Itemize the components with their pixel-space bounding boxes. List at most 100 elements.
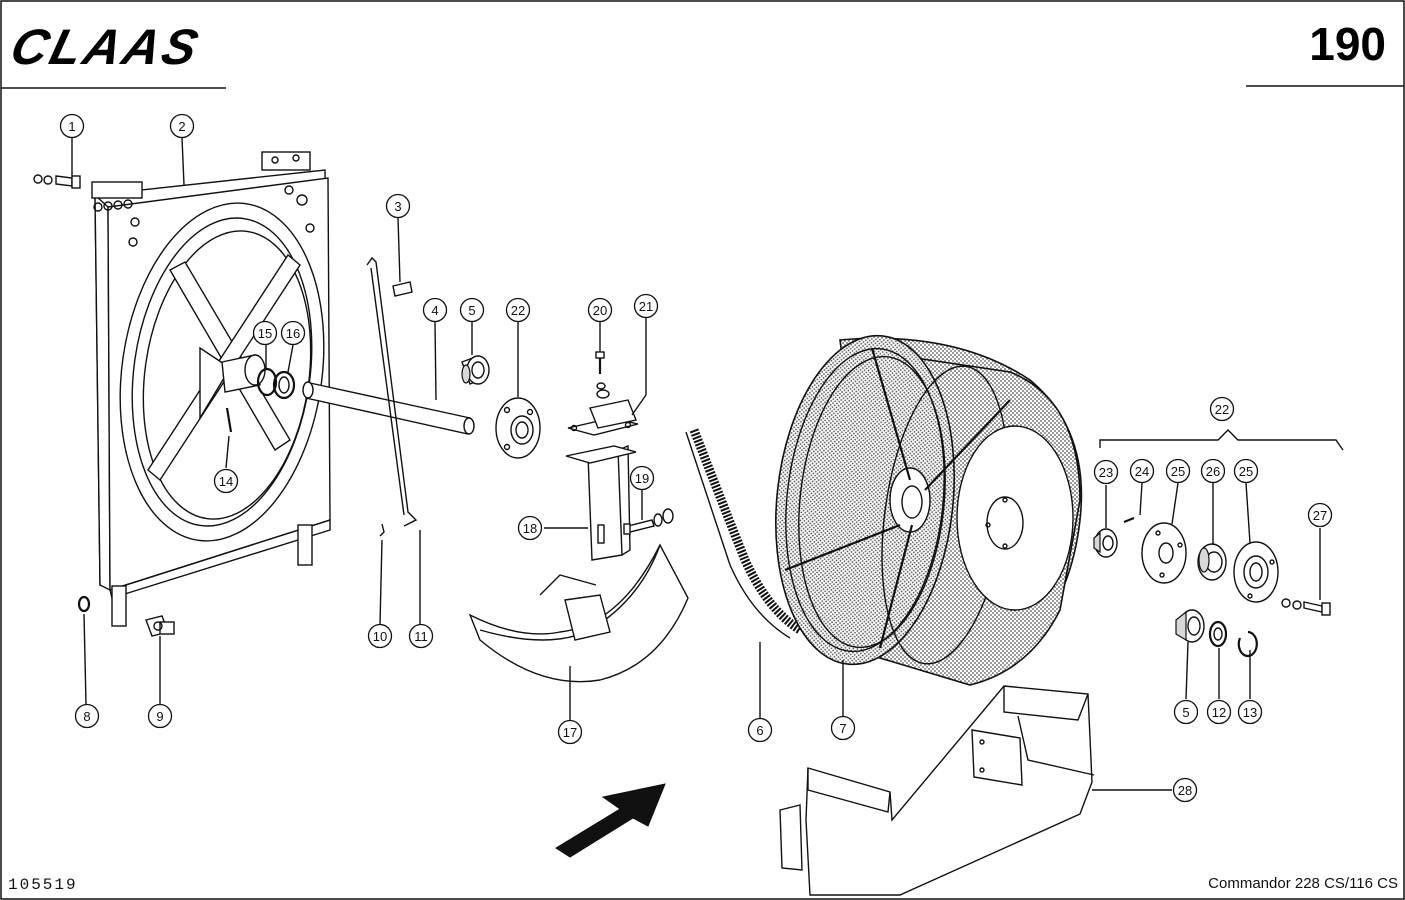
washer-16 (272, 370, 296, 400)
svg-text:24: 24 (1135, 464, 1149, 479)
svg-text:25: 25 (1171, 464, 1185, 479)
callout-7: 7 (830, 715, 856, 741)
callout-16: 16 (280, 320, 306, 346)
callout-4: 4 (422, 297, 448, 323)
svg-text:19: 19 (635, 471, 649, 486)
svg-text:3: 3 (394, 199, 401, 214)
svg-text:13: 13 (1243, 705, 1257, 720)
key-3 (392, 281, 413, 297)
svg-text:4: 4 (431, 303, 438, 318)
drawing-number: 105519 (8, 876, 78, 894)
seal-strip-6 (685, 428, 803, 639)
callout-22-left: 22 (505, 297, 531, 323)
callout-6: 6 (747, 717, 773, 743)
svg-text:18: 18 (523, 521, 537, 536)
washer-12 (1208, 620, 1228, 648)
callout-5-right: 5 (1173, 699, 1199, 725)
svg-text:7: 7 (839, 721, 846, 736)
bolt-1 (33, 174, 81, 189)
fan-housing (91, 151, 331, 627)
callout-9: 9 (147, 703, 173, 729)
flange-25-right (1233, 541, 1279, 603)
bracket-18 (565, 444, 637, 561)
cover-28 (779, 685, 1095, 896)
link-rod-11 (366, 256, 418, 527)
bearing-26 (1197, 543, 1227, 581)
fitting-9 (145, 615, 175, 637)
bolt-27 (1281, 598, 1331, 616)
svg-text:17: 17 (563, 725, 577, 740)
callout-8: 8 (74, 703, 100, 729)
svg-text:8: 8 (83, 709, 90, 724)
callout-11: 11 (408, 623, 434, 649)
callout-15: 15 (252, 320, 278, 346)
callout-21: 21 (633, 293, 659, 319)
callout-5-left: 5 (459, 297, 485, 323)
callout-25-right: 25 (1233, 458, 1259, 484)
callout-18: 18 (517, 515, 543, 541)
svg-text:5: 5 (468, 303, 475, 318)
brand-text: CLAAS (5, 19, 206, 75)
svg-text:27: 27 (1313, 508, 1327, 523)
model-name: Commandor 228 CS/116 CS (1208, 875, 1398, 892)
callout-22-right: 22 (1209, 396, 1235, 422)
svg-text:23: 23 (1099, 465, 1113, 480)
bearing-5-right (1175, 609, 1205, 643)
svg-text:9: 9 (156, 709, 163, 724)
bearing-group-22-bracket (1099, 429, 1344, 451)
flange-bearing-22-left (495, 397, 541, 459)
bolt-20 (595, 351, 610, 399)
page-number: 190 (1309, 18, 1386, 70)
bolt-19 (623, 508, 674, 535)
callout-28: 28 (1172, 777, 1198, 803)
svg-text:10: 10 (373, 629, 387, 644)
shaft-4 (302, 381, 475, 435)
svg-text:20: 20 (593, 303, 607, 318)
guide-sheet-17 (468, 543, 689, 683)
callout-12: 12 (1206, 699, 1232, 725)
svg-text:12: 12 (1212, 705, 1226, 720)
svg-text:21: 21 (639, 299, 653, 314)
callout-27: 27 (1307, 502, 1333, 528)
svg-text:26: 26 (1206, 464, 1220, 479)
svg-text:2: 2 (178, 119, 185, 134)
direction-arrow (555, 783, 666, 858)
svg-text:22: 22 (511, 303, 525, 318)
callout-19: 19 (629, 465, 655, 491)
bearing-5-left (461, 355, 490, 385)
svg-text:22: 22 (1215, 402, 1229, 417)
callout-25-left: 25 (1165, 458, 1191, 484)
svg-text:14: 14 (219, 474, 233, 489)
callout-1: 1 (59, 113, 85, 139)
callout-26: 26 (1200, 458, 1226, 484)
callout-17: 17 (557, 719, 583, 745)
callout-24: 24 (1129, 458, 1155, 484)
washer-8 (77, 595, 91, 613)
svg-text:1: 1 (68, 119, 75, 134)
circlip-15 (256, 367, 278, 397)
leader-lines (71, 137, 1321, 791)
callout-13: 13 (1237, 699, 1263, 725)
callout-2: 2 (169, 113, 195, 139)
cotter-pin-10 (379, 523, 385, 537)
flange-25-left (1141, 522, 1187, 584)
screen-drum-7 (774, 334, 1083, 686)
callout-20: 20 (587, 297, 613, 323)
svg-text:28: 28 (1178, 783, 1192, 798)
callout-3: 3 (385, 193, 411, 219)
brand-logo: CLAAS (5, 19, 206, 75)
svg-text:6: 6 (756, 723, 763, 738)
callout-10: 10 (367, 623, 393, 649)
svg-text:5: 5 (1182, 705, 1189, 720)
pin-24 (1123, 516, 1135, 524)
hinge-plate-21 (567, 399, 639, 436)
svg-text:16: 16 (286, 326, 300, 341)
svg-text:25: 25 (1239, 464, 1253, 479)
callouts: 1 2 3 4 5 22 20 21 15 16 14 19 18 8 9 10… (59, 113, 1333, 803)
bearing-23 (1093, 528, 1118, 558)
callout-23: 23 (1093, 459, 1119, 485)
svg-text:15: 15 (258, 326, 272, 341)
svg-text:11: 11 (414, 629, 428, 644)
